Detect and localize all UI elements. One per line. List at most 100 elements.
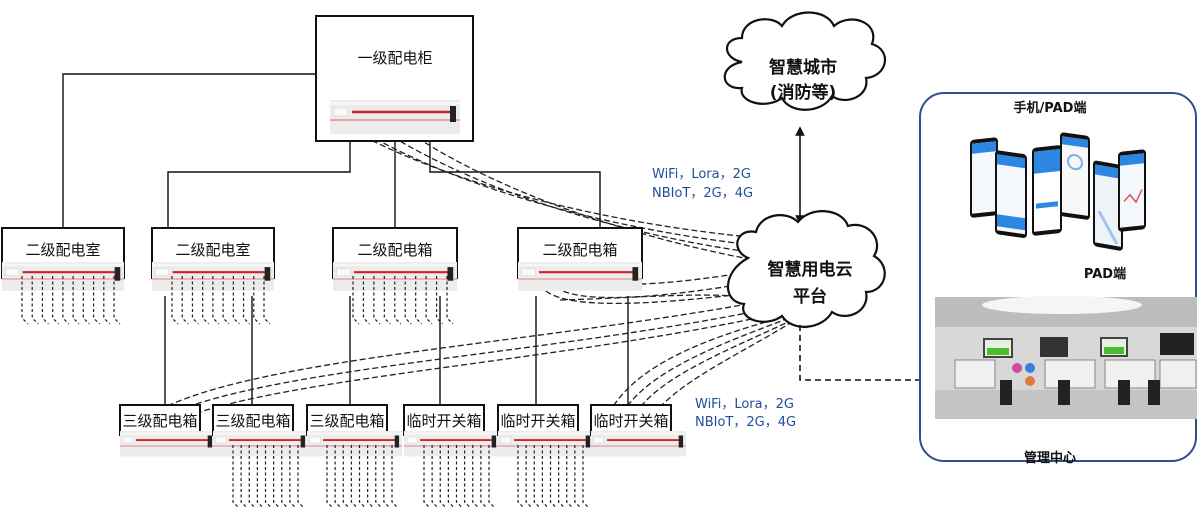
wireless-link-line [409,132,767,263]
circuit-drop-line [31,276,39,325]
circuit-drop-line [391,445,399,509]
wire-line [429,142,601,228]
secondary-box-label: 二级配电箱 [542,241,617,259]
circuit-drop-line [541,445,549,509]
circuit-drop-line [549,445,557,509]
circuit-drop-line [582,445,590,509]
circuit-drop-line [362,276,370,325]
network-label-top-line1: WiFi，Lora，2G [652,167,751,182]
circuit-drop-line [181,276,189,325]
phone-icon [1118,149,1146,232]
circuit-drop-line [383,445,391,509]
circuit-drop-line [297,445,305,509]
circuit-drop-line [488,445,496,509]
circuit-drop-line [375,445,383,509]
tertiary-box: 三级配电箱 [212,404,309,509]
circuit-drop-line [113,276,121,325]
client-panel: 手机/PAD端 PAD端 [919,92,1197,466]
tertiary-box-label: 临时开关箱 [500,412,575,430]
circuit-drop-line [82,276,90,325]
breaker-strip [212,430,309,458]
wire-line [167,115,351,228]
circuit-drop-line [464,445,472,509]
circuit-drop-line [447,445,455,509]
tertiary-box-label: 三级配电箱 [122,412,197,430]
circuit-drop-line [52,276,60,325]
smart-city-cloud: 智慧城市 (消防等) [723,11,887,111]
circuit-drop-line [383,276,391,325]
pad-title: PAD端 [1084,266,1126,282]
secondary-box-label: 二级配电箱 [357,241,432,259]
phone-icon [1060,132,1090,220]
circuit-drop-line [62,276,70,325]
circuit-drop-line [352,276,360,325]
circuit-drop-line [212,276,220,325]
circuit-drop-line [455,445,463,509]
network-label-top: WiFi，Lora，2G NBIoT，2G，4G [652,167,753,201]
secondary-box: 二级配电箱 [516,227,644,293]
tertiary-box: 三级配电箱 [119,404,216,458]
circuit-drop-line [558,445,566,509]
circuit-drop-line [566,445,574,509]
circuit-drop-line [281,445,289,509]
box-frame [497,404,579,436]
circuit-drop-line [242,276,250,325]
control-room-image [935,296,1197,419]
secondary-box: 二级配电室 [0,227,126,325]
circuit-drop-line [264,445,272,509]
circuit-drop-line [202,276,210,325]
circuit-drop-line [431,445,439,509]
circuit-drop-line [171,276,179,325]
circuit-drop-line [256,445,264,509]
circuit-drop-line [350,445,358,509]
circuit-drop-line [253,276,261,325]
circuit-drop-line [240,445,248,509]
secondary-box-label: 二级配电室 [175,241,250,259]
circuit-drop-line [415,276,423,325]
box-frame [212,404,294,436]
circuit-drop-line [92,276,100,325]
platform-label-line2: 平台 [793,286,827,307]
breaker-strip [306,430,403,458]
tertiary-box-label: 三级配电箱 [309,412,384,430]
cloud-shape-smart-city [723,11,887,111]
tertiary-box: 临时开关箱 [497,404,594,509]
tertiary-box-label: 临时开关箱 [406,412,481,430]
circuit-drop-line [472,445,480,509]
breaker-strip [497,430,594,458]
circuit-drop-line [373,276,381,325]
circuit-drop-line [423,445,431,509]
network-label-bottom: WiFi，Lora，2G NBIoT，2G，4G [695,397,796,430]
box-frame [306,404,388,436]
breaker-strip [590,430,687,458]
management-center-title: 管理中心 [1024,450,1076,466]
secondary-box-label: 二级配电室 [25,241,100,259]
box-frame [403,404,485,436]
cloud-shape-platform [726,210,886,328]
phone-icon [1093,160,1123,251]
circuit-drop-line [394,276,402,325]
primary-cabinet-label: 一级配电柜 [357,49,432,67]
network-label-bottom-line2: NBIoT，2G，4G [695,415,796,430]
network-label-top-line2: NBIoT，2G，4G [652,186,753,201]
mobile-app-screens [970,132,1146,251]
network-label-bottom-line1: WiFi，Lora，2G [695,397,794,412]
circuit-drop-line [367,445,375,509]
circuit-drop-line [326,445,334,509]
circuit-drop-line [334,445,342,509]
wireless-link-line [384,131,765,255]
tertiary-box: 临时开关箱 [403,404,500,509]
tertiary-box-label: 三级配电箱 [215,412,290,430]
primary-breaker-strip [328,98,462,136]
platform-label-line1: 智慧用电云 [768,259,853,280]
circuit-drop-line [232,276,240,325]
secondary-box: 二级配电箱 [331,227,459,325]
secondary-box: 二级配电室 [150,227,276,325]
circuit-drop-line [103,276,111,325]
circuit-drop-line [191,276,199,325]
circuit-drop-line [533,445,541,509]
circuit-drop-line [404,276,412,325]
circuit-drop-line [41,276,49,325]
circuit-drop-line [273,445,281,509]
